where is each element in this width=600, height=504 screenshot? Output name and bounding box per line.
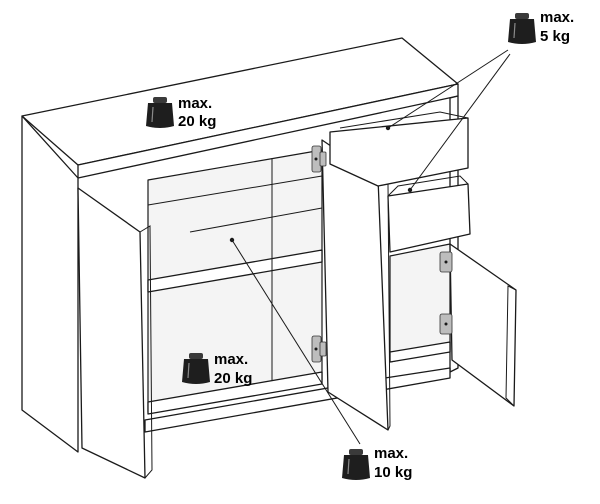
hinge-icon: [311, 335, 327, 363]
left-door: [77, 187, 153, 479]
hinge-icon: [439, 313, 453, 335]
right-bottom-shelf: [389, 341, 451, 363]
top-load-label: max. 20 kg: [145, 95, 216, 130]
drawers: [329, 111, 471, 253]
top-load-line2: 20 kg: [178, 113, 216, 130]
top-load-line1: max.: [178, 95, 212, 112]
shelf-load-line2: 10 kg: [374, 464, 412, 481]
bottom-load-line2: 20 kg: [214, 370, 252, 387]
top-drawer-front: [329, 117, 469, 187]
left-door-panel: [77, 187, 146, 479]
drawer-load-line2: 5 kg: [540, 28, 570, 45]
hinge-icon: [311, 145, 327, 173]
left-side-panel: [21, 115, 79, 453]
drawer-load-label: max. 5 kg: [507, 9, 574, 45]
right-door: [439, 243, 517, 407]
right-compartment: [389, 243, 451, 363]
weight-icon: [341, 448, 371, 481]
bottom-load-label: max. 20 kg: [181, 351, 252, 387]
hinge-icon: [439, 251, 453, 273]
leader-lines: [231, 49, 511, 445]
shelf-load-line1: max.: [374, 445, 408, 462]
drawer-load-line1: max.: [540, 9, 574, 26]
bottom-load-line1: max.: [214, 351, 248, 368]
shelf-load-label: max. 10 kg: [341, 445, 412, 481]
weight-icon: [507, 12, 537, 45]
bottom-drawer-front: [387, 183, 471, 253]
